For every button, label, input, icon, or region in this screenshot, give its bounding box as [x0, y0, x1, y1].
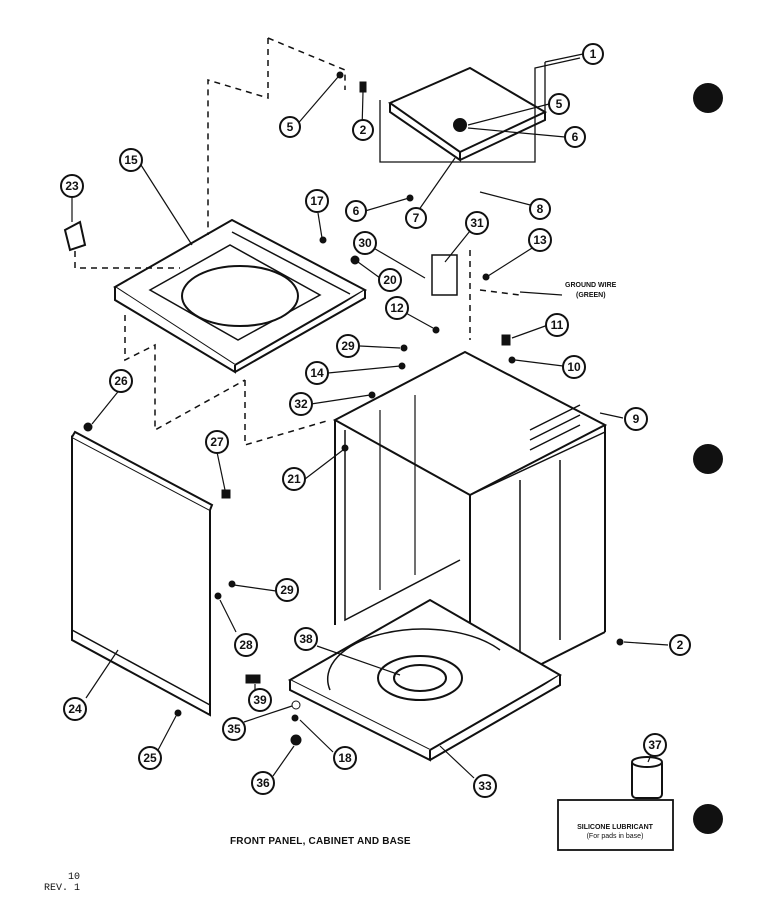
svg-text:13: 13 — [533, 233, 547, 247]
page-footer: 10 REV. 1 — [44, 872, 80, 894]
diagram-title: FRONT PANEL, CABINET AND BASE — [230, 836, 411, 847]
callout-1: 1 — [582, 43, 604, 65]
svg-text:7: 7 — [413, 211, 420, 225]
svg-text:38: 38 — [299, 632, 313, 646]
svg-text:17: 17 — [310, 194, 324, 208]
callout-15: 15 — [119, 148, 143, 172]
svg-text:18: 18 — [338, 751, 352, 765]
svg-text:23: 23 — [65, 179, 79, 193]
callout-7: 7 — [405, 207, 427, 229]
small-parts — [63, 71, 663, 799]
callout-2: 2 — [352, 119, 374, 141]
callout-5: 5 — [548, 93, 570, 115]
callout-32: 32 — [289, 392, 313, 416]
callout-14: 14 — [305, 361, 329, 385]
svg-text:33: 33 — [478, 779, 492, 793]
svg-text:2: 2 — [360, 123, 367, 137]
svg-text:6: 6 — [353, 204, 360, 218]
svg-text:31: 31 — [470, 216, 484, 230]
callout-37: 37 — [643, 733, 667, 757]
top-lid — [387, 66, 548, 162]
svg-text:1: 1 — [590, 47, 597, 61]
callout-30: 30 — [353, 231, 377, 255]
callout-33: 33 — [473, 774, 497, 798]
callout-12: 12 — [385, 296, 409, 320]
svg-text:6: 6 — [572, 130, 579, 144]
svg-text:2: 2 — [677, 638, 684, 652]
svg-text:39: 39 — [253, 693, 267, 707]
callout-20: 20 — [378, 268, 402, 292]
callout-2b: 2 — [669, 634, 691, 656]
callout-9: 9 — [624, 407, 648, 431]
svg-text:5: 5 — [287, 120, 294, 134]
callout-35: 35 — [222, 717, 246, 741]
svg-text:29: 29 — [280, 583, 294, 597]
callout-25: 25 — [138, 746, 162, 770]
svg-text:28: 28 — [239, 638, 253, 652]
punch-hole — [693, 83, 723, 113]
svg-text:5: 5 — [556, 97, 563, 111]
svg-text:21: 21 — [287, 472, 301, 486]
svg-text:27: 27 — [210, 435, 224, 449]
page-number: 10 — [68, 872, 81, 883]
svg-text:SILICONE LUBRICANT: SILICONE LUBRICANT — [577, 824, 654, 831]
callout-29b: 29 — [275, 578, 299, 602]
callout-21: 21 — [282, 467, 306, 491]
revision-label: REV. 1 — [44, 883, 81, 894]
callout-23: 23 — [60, 174, 84, 198]
svg-text:10: 10 — [567, 360, 581, 374]
callout-27: 27 — [205, 430, 229, 454]
svg-text:37: 37 — [648, 738, 662, 752]
svg-text:36: 36 — [256, 776, 270, 790]
svg-text:25: 25 — [143, 751, 157, 765]
callout-18: 18 — [333, 746, 357, 770]
svg-text:8: 8 — [537, 202, 544, 216]
svg-text:15: 15 — [124, 153, 138, 167]
callout-29: 29 — [336, 334, 360, 358]
svg-text:20: 20 — [383, 273, 397, 287]
svg-text:29: 29 — [341, 339, 355, 353]
svg-text:30: 30 — [358, 236, 372, 250]
ground-wire-label: GROUND WIRE (GREEN) — [565, 282, 617, 299]
callout-10: 10 — [562, 355, 586, 379]
callout-13: 13 — [528, 228, 552, 252]
callout-6: 6 — [564, 126, 586, 148]
svg-text:12: 12 — [390, 301, 404, 315]
callout-26: 26 — [109, 369, 133, 393]
leader-lines — [71, 53, 669, 779]
callout-36: 36 — [251, 771, 275, 795]
callout-24: 24 — [63, 697, 87, 721]
front-panel — [71, 430, 214, 717]
svg-text:(GREEN): (GREEN) — [576, 292, 606, 299]
callout-8: 8 — [529, 198, 551, 220]
callout-5b: 5 — [279, 116, 301, 138]
svg-text:24: 24 — [68, 702, 82, 716]
callout-6b: 6 — [345, 200, 367, 222]
callout-31: 31 — [465, 211, 489, 235]
svg-text:(For pads in base): (For pads in base) — [587, 833, 644, 840]
top-panel — [113, 218, 368, 374]
callout-38: 38 — [294, 627, 318, 651]
svg-text:35: 35 — [227, 722, 241, 736]
svg-text:9: 9 — [633, 412, 640, 426]
base — [287, 598, 563, 762]
svg-text:32: 32 — [294, 397, 308, 411]
callout-11: 11 — [545, 313, 569, 337]
callouts: 1 2 5 6 5 7 8 6 2 15 17 23 30 31 13 20 1… — [60, 43, 691, 798]
callout-28: 28 — [234, 633, 258, 657]
callout-17: 17 — [305, 189, 329, 213]
svg-text:14: 14 — [310, 366, 324, 380]
svg-text:26: 26 — [114, 374, 128, 388]
punch-hole — [693, 804, 723, 834]
callout-39: 39 — [248, 688, 272, 712]
svg-text:GROUND WIRE: GROUND WIRE — [565, 282, 617, 289]
punch-hole — [693, 444, 723, 474]
svg-text:11: 11 — [551, 318, 564, 332]
silicone-lubricant-label: SILICONE LUBRICANT (For pads in base) — [557, 799, 674, 851]
